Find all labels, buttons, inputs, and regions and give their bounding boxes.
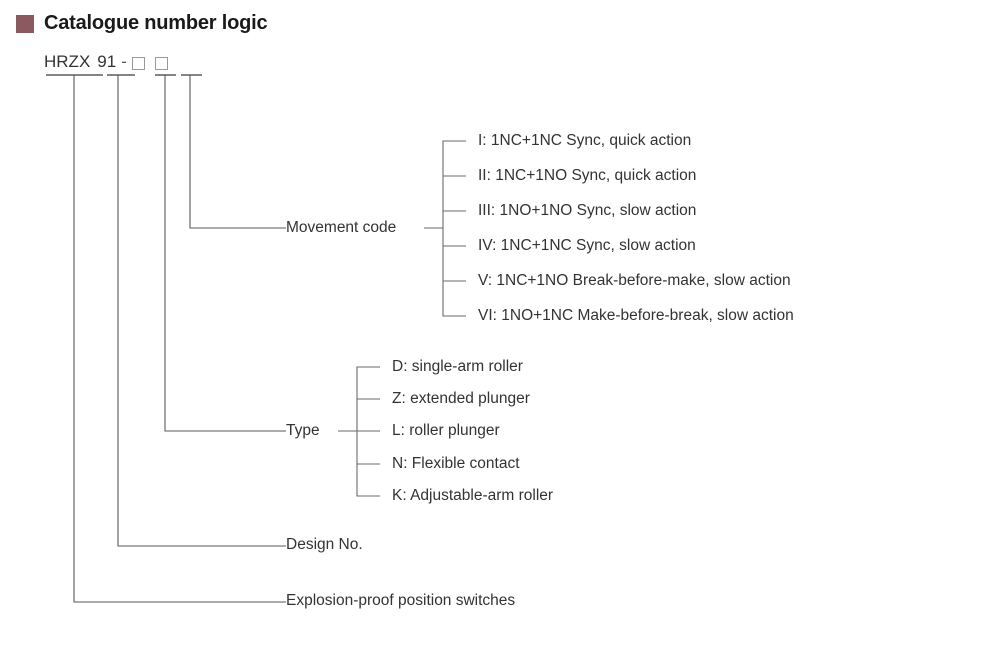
- page-title-bar: Catalogue number logic: [16, 12, 268, 35]
- leader-type: [164, 75, 286, 432]
- type-option: L: roller plunger: [392, 422, 500, 439]
- code-prefix: HRZX: [44, 52, 91, 71]
- type-bracket: [356, 366, 366, 497]
- movement-option: I: 1NC+1NC Sync, quick action: [478, 132, 692, 149]
- movement-option: VI: 1NO+1NC Make-before-break, slow acti…: [478, 307, 794, 324]
- movement-bracket: [442, 140, 452, 317]
- code-design-no: 91: [97, 52, 117, 71]
- type-option: K: Adjustable-arm roller: [392, 487, 554, 504]
- movement-option: V: 1NC+1NO Break-before-make, slow actio…: [478, 272, 791, 289]
- branch-label-type: Type: [286, 422, 320, 439]
- type-option: N: Flexible contact: [392, 455, 520, 472]
- leader-product: [73, 75, 286, 603]
- square-marker-icon: [16, 14, 34, 33]
- branch-label-design-no: Design No.: [286, 536, 363, 553]
- code-separator: -: [121, 52, 127, 71]
- branch-label-product: Explosion-proof position switches: [286, 592, 516, 609]
- leader-movement-code: [189, 75, 286, 229]
- leader-design-no: [117, 75, 286, 547]
- code-placeholder-box-2: [154, 57, 168, 70]
- catalogue-code: HRZX 91 -: [44, 52, 168, 72]
- code-placeholder-box-1: [131, 57, 145, 70]
- branch-label-movement-code: Movement code: [286, 219, 397, 236]
- type-option: D: single-arm roller: [392, 358, 523, 375]
- movement-option: IV: 1NC+1NC Sync, slow action: [478, 237, 696, 254]
- movement-option: II: 1NC+1NO Sync, quick action: [478, 167, 697, 184]
- page-title: Catalogue number logic: [44, 12, 268, 34]
- type-option: Z: extended plunger: [392, 390, 530, 407]
- movement-option: III: 1NO+1NO Sync, slow action: [478, 202, 697, 219]
